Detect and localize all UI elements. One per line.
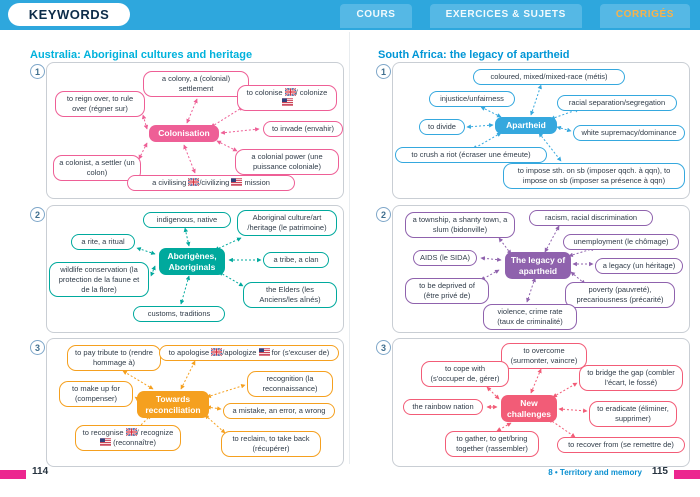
page-marker-right [674,470,700,479]
mind-map-aboriginals: indigenous, native Aboriginal culture/ar… [46,205,344,333]
keyword-node-tribe: a tribe, a clan [263,252,329,268]
map-number-2-right: 2 [376,207,391,222]
keyword-node-culture: Aboriginal culture/art /heritage (le pat… [237,210,337,236]
map-center-apartheid: Apartheid [495,117,557,134]
node-text: (reconnaître) [110,437,157,447]
keyword-node-supremacy: white supremacy/dominance [573,125,685,141]
mind-map-colonisation: a colony, a (colonial) settlement to col… [46,62,344,199]
map-center-legacy: The legacy of apartheid [505,252,571,280]
right-page-title: South Africa: the legacy of apartheid [378,49,570,62]
mind-map-apartheid: coloured, mixed/mixed-race (métis) injus… [392,62,690,199]
keyword-node-poverty: poverty (pauvreté), precariousness (préc… [565,282,675,308]
uk-flag-icon [210,347,223,357]
keyword-node-legacy: a legacy (un héritage) [595,258,683,274]
mind-map-new-challenges: to overcome (surmonter, vaincre) to cope… [392,338,690,467]
node-text: / recognize [136,428,174,437]
top-bar: KEYWORDS COURS EXERCICES & SUJETS CORRIG… [0,0,700,30]
left-page-number: 114 [32,466,49,477]
uk-flag-icon [125,427,138,437]
node-text: to apologise [168,348,212,357]
us-flag-icon [258,348,270,356]
keyword-node-indigenous: indigenous, native [143,212,231,228]
keyword-node-injustice: injustice/unfairness [429,91,515,107]
keyword-node-elders: the Elders (les Anciens/les aînés) [243,282,337,308]
us-flag-icon [99,438,111,446]
keyword-node-violence: violence, crime rate (taux de criminalit… [483,304,577,330]
node-text: /civilizing [199,178,232,187]
mind-map-legacy: a township, a shanty town, a slum (bidon… [392,205,690,333]
mind-map-reconciliation: to pay tribute to (rendre hommage à) to … [46,338,344,467]
keyword-node-aids: AIDS (le SIDA) [413,250,477,266]
keyword-node-colonise: to colonise / colonize [237,85,337,111]
left-page-title: Australia: Aboriginal cultures and herit… [30,49,253,62]
keyword-node-mistake: a mistake, an error, a wrong [223,403,335,419]
node-text: mission [242,178,270,187]
page-marker-left [0,470,26,479]
keyword-node-overcome: to overcome (surmonter, vaincre) [501,343,587,369]
node-text: to recognise [82,428,126,437]
keyword-node-gather: to gather, to get/bring together (rassem… [445,431,539,457]
keyword-node-reign: to reign over, to rule over (régner sur) [55,91,145,117]
keyword-node-bridge-gap: to bridge the gap (combler l'écart, le f… [579,365,683,391]
keyword-node-colonial-power: a colonial power (une puissance colonial… [235,149,339,175]
map-center-colonisation: Colonisation [149,125,219,142]
map-number-1-right: 1 [376,64,391,79]
keywords-title: KEYWORDS [8,3,130,26]
keyword-node-crush-riot: to crush a riot (écraser une émeute) [395,147,547,163]
keyword-node-make-up-for: to make up for (compenser) [59,381,133,407]
keyword-node-coloured: coloured, mixed/mixed-race (métis) [473,69,625,85]
keyword-node-civilising: a civilising /civilizing mission [127,175,295,191]
map-number-1: 1 [30,64,45,79]
keyword-node-divide: to divide [419,119,465,135]
uk-flag-icon [284,87,297,97]
keyword-node-colony: a colony, a (colonial) settlement [143,71,249,97]
keyword-node-unemployment: unemployment (le chômage) [563,234,679,250]
keyword-node-recover: to recover from (se remettre de) [557,437,685,453]
map-center-reconciliation: Towards reconciliation [137,391,209,419]
map-center-new-challenges: New challenges [501,395,557,423]
keyword-node-invade: to invade (envahir) [263,121,343,137]
keyword-node-racism: racism, racial discrimination [529,210,653,226]
us-flag-icon [231,178,243,186]
right-page-number: 115 [651,466,668,477]
keyword-node-cope: to cope with (s'occuper de, gérer) [421,361,509,387]
page-gutter [349,32,350,464]
keyword-node-customs: customs, traditions [133,306,225,322]
node-text: to colonise [246,88,285,97]
map-number-3: 3 [30,340,45,355]
node-text: for (s'excuser de) [269,348,330,357]
node-text: / colonize [295,88,328,97]
node-text: /apologize [222,348,259,357]
chapter-label: 8 • Territory and memory [548,468,642,477]
keyword-node-impose: to impose sth. on sb (imposer qqch. à qq… [503,163,685,189]
keyword-node-separation: racial separation/segregation [557,95,677,111]
keyword-node-eradicate: to eradicate (éliminer, supprimer) [589,401,677,427]
keyword-node-recognition: recognition (la reconnaissance) [247,371,333,397]
node-text: a civilising [152,178,189,187]
keyword-node-deprived: to be deprived of (être privé de) [405,278,489,304]
tab-exercices-sujets[interactable]: EXERCICES & SUJETS [429,4,582,28]
keyword-node-wildlife: wildlife conservation (la protection de … [49,262,149,298]
keyword-node-recognise: to recognise / recognize (reconnaître) [75,425,181,451]
map-number-2: 2 [30,207,45,222]
keyword-node-township: a township, a shanty town, a slum (bidon… [405,212,515,238]
us-flag-icon [281,98,293,106]
keyword-node-rite: a rite, a ritual [71,234,135,250]
keyword-node-tribute: to pay tribute to (rendre hommage à) [67,345,161,371]
top-tabs: COURS EXERCICES & SUJETS CORRIGÉS [340,4,690,28]
keyword-node-apologise: to apologise /apologize for (s'excuser d… [159,345,339,361]
tab-corriges[interactable]: CORRIGÉS [599,4,690,28]
tab-cours[interactable]: COURS [340,4,412,28]
keyword-node-reclaim: to reclaim, to take back (récupérer) [221,431,321,457]
map-number-3-right: 3 [376,340,391,355]
keyword-node-colonist: a colonist, a settler (un colon) [53,155,141,181]
uk-flag-icon [187,177,200,187]
keyword-node-rainbow-nation: the rainbow nation [403,399,483,415]
map-center-aboriginals: Aborigènes, Aboriginals [159,248,225,276]
